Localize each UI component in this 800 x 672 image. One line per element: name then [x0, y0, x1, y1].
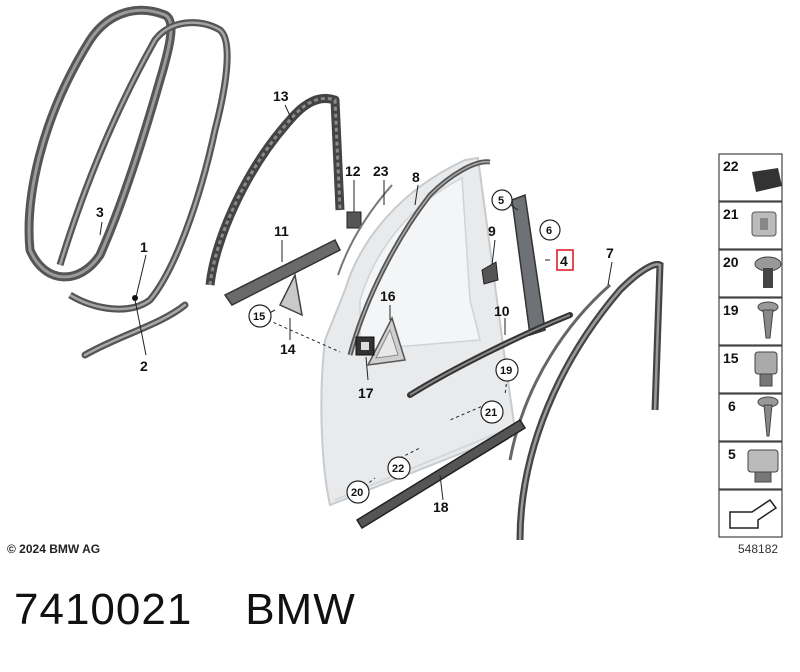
- legend-item-21[interactable]: 21: [718, 201, 783, 250]
- callout-15: 15: [253, 311, 265, 323]
- legend-item-5[interactable]: 5: [718, 441, 783, 490]
- legend-item-20[interactable]: 20: [718, 249, 783, 298]
- brand: BMW: [245, 585, 356, 634]
- callout-10: 10: [494, 303, 510, 319]
- thin-seal-23[interactable]: [337, 184, 393, 276]
- callout-1: 1: [140, 239, 148, 255]
- legend-label-5: 5: [728, 446, 736, 462]
- callout-9: 9: [488, 223, 496, 239]
- callout-labels: 1 2 3 7 8 9 10 11 12 13 14 16 17 18 23: [96, 88, 614, 515]
- triangle-trim-14[interactable]: [278, 272, 303, 317]
- legend-label-21: 21: [723, 206, 739, 222]
- seal-strip-2[interactable]: [81, 301, 189, 359]
- legend-item-22[interactable]: 22: [718, 153, 783, 202]
- callout-18: 18: [433, 499, 449, 515]
- part-number: 7410021: [14, 585, 193, 634]
- attach-point: [132, 295, 138, 301]
- legend-label-22: 22: [723, 158, 739, 174]
- belt-molding-10[interactable]: [407, 312, 573, 398]
- callout-4: 4: [560, 253, 568, 269]
- diagram-ref: 548182: [738, 542, 779, 556]
- circled-callouts: 5 6 15 19 20 21 22: [248, 189, 561, 504]
- bracket-9[interactable]: [481, 261, 499, 285]
- cap-17[interactable]: [355, 336, 375, 356]
- legend-item-6[interactable]: 6: [718, 393, 783, 442]
- legend-panel: 22 21 20 19 15: [718, 153, 783, 538]
- caption-gap: [192, 585, 245, 634]
- callout-2: 2: [140, 358, 148, 374]
- callout-21: 21: [485, 407, 497, 419]
- sill-molding-18[interactable]: [355, 418, 527, 530]
- trim-strip-11[interactable]: [223, 238, 342, 306]
- callout-7: 7: [606, 245, 614, 261]
- legend-label-20: 20: [723, 254, 739, 270]
- callout-14: 14: [280, 341, 296, 357]
- mirror-triangle-16[interactable]: [366, 316, 406, 366]
- callout-3: 3: [96, 204, 104, 220]
- callout-20: 20: [351, 487, 363, 499]
- callout-22: 22: [392, 463, 404, 475]
- frame-seal-13[interactable]: [205, 93, 345, 286]
- callout-13: 13: [273, 88, 289, 104]
- callout-5: 5: [498, 195, 504, 207]
- copyright: © 2024 BMW AG: [7, 542, 101, 556]
- arrow-icon: [729, 498, 778, 529]
- legend-item-15[interactable]: 15: [718, 345, 783, 394]
- legend-arrow-box: [718, 489, 783, 538]
- callout-12: 12: [345, 163, 361, 179]
- callout-23: 23: [373, 163, 389, 179]
- part-caption: 7410021 BMW: [14, 585, 356, 635]
- callout-4-box[interactable]: 4: [556, 249, 574, 271]
- callout-17: 17: [358, 385, 374, 401]
- window-channel-8[interactable]: [347, 159, 491, 356]
- callout-6: 6: [546, 225, 552, 237]
- callout-11: 11: [274, 223, 289, 239]
- callout-19: 19: [500, 365, 512, 377]
- legend-label-15: 15: [723, 350, 739, 366]
- legend-label-6: 6: [728, 398, 736, 414]
- trim-panel-4[interactable]: [511, 193, 546, 336]
- legend-item-19[interactable]: 19: [718, 297, 783, 346]
- door-seal-3[interactable]: [24, 5, 231, 313]
- legend-label-19: 19: [723, 302, 739, 318]
- callout-8: 8: [412, 169, 420, 185]
- clip-12[interactable]: [346, 211, 362, 229]
- callout-16: 16: [380, 288, 396, 304]
